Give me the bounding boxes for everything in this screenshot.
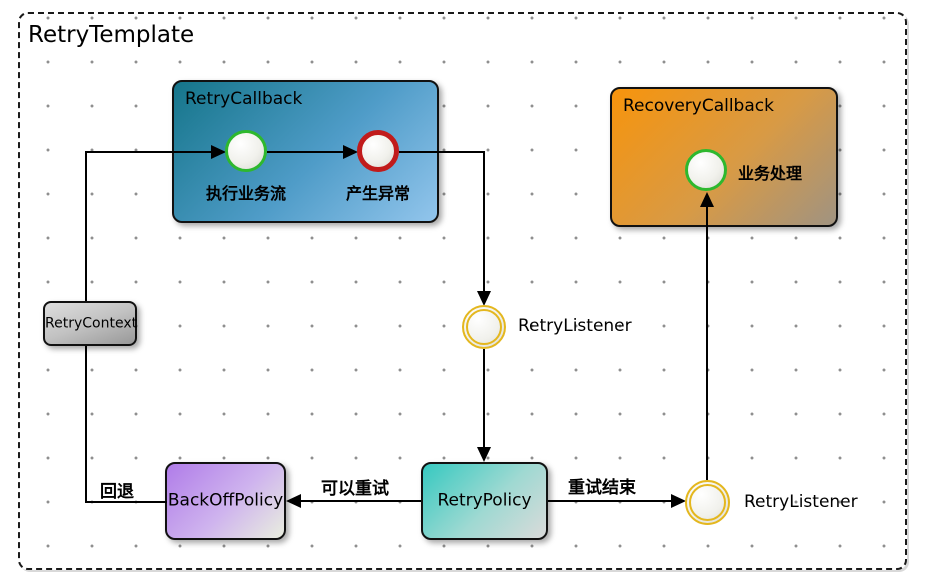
can-retry-edge-label: 可以重试: [321, 479, 389, 499]
execute-flow-circle: [225, 130, 267, 172]
arrowhead-into-retry-policy: [477, 447, 491, 462]
retry-listener-middle-circle: [462, 305, 506, 349]
retry-finished-edge-label: 重试结束: [568, 478, 636, 498]
edge-retry-finished-line: [548, 500, 672, 502]
diagram-title: RetryTemplate: [28, 22, 195, 48]
edge-backoff-to-callback-line-h: [85, 151, 212, 153]
backoff-policy-label: BackOffPolicy: [167, 490, 284, 511]
execute-flow-label: 执行业务流: [205, 184, 286, 203]
edge-exception-out-line-h: [399, 151, 485, 153]
retry-policy-box: RetryPolicy: [421, 462, 548, 540]
edge-listener-to-recovery-line-v: [706, 206, 708, 480]
backoff-policy-box: BackOffPolicy: [165, 462, 286, 540]
edge-can-retry-line: [301, 500, 421, 502]
backoff-edge-label: 回退: [100, 482, 134, 502]
arrowhead-into-business-process: [700, 192, 714, 207]
edge-to-listener-middle-line-v: [483, 151, 485, 292]
retry-policy-label: RetryPolicy: [437, 490, 532, 511]
edge-listener-to-policy-line-v: [483, 349, 485, 447]
exception-circle: [357, 130, 399, 172]
retry-context-box: RetryContext: [43, 301, 137, 346]
retry-listener-bottom-label: RetryListener: [744, 492, 858, 512]
arrowhead-into-listener-bottom: [671, 494, 686, 508]
business-process-circle: [685, 149, 727, 191]
retry-context-label: RetryContext: [45, 315, 138, 332]
retry-listener-middle-label: RetryListener: [518, 316, 632, 336]
edge-execute-to-exception-line: [267, 151, 344, 153]
edge-backoff-out-line-h: [85, 501, 167, 503]
arrowhead-into-backoff-policy: [286, 494, 301, 508]
exception-label: 产生异常: [345, 184, 410, 203]
arrowhead-into-exception: [343, 145, 358, 159]
retry-callback-title: RetryCallback: [185, 89, 303, 109]
arrowhead-into-execute-flow: [211, 145, 226, 159]
retry-listener-bottom-circle: [685, 480, 730, 525]
recovery-callback-box: RecoveryCallback: [610, 87, 838, 227]
recovery-callback-title: RecoveryCallback: [623, 96, 774, 116]
arrowhead-into-listener-middle: [477, 291, 491, 306]
business-process-label: 业务处理: [738, 164, 803, 183]
